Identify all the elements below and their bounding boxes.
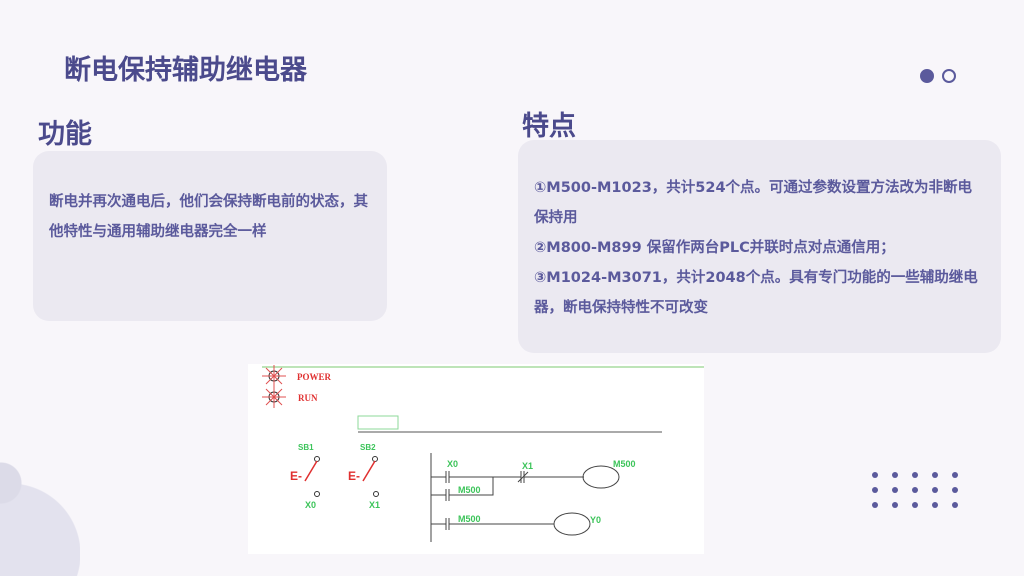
x1-terminal-label: X1: [369, 500, 380, 510]
power-lamp-icon: [262, 365, 286, 387]
decor-dot-grid: [872, 472, 958, 508]
pushbutton-sb2-icon: E-: [348, 456, 379, 497]
features-card: ①M500-M1023，共计524个点。可通过参数设置方法改为非断电保持用 ②M…: [518, 140, 1001, 353]
coil-y0-label: Y0: [590, 515, 601, 525]
svg-text:E-: E-: [290, 469, 302, 483]
function-heading: 功能: [38, 119, 92, 150]
features-heading: 特点: [522, 111, 576, 142]
function-text: 断电并再次通电后，他们会保持断电前的状态，其他特性与通用辅助继电器完全一样: [49, 194, 368, 240]
page-title: 断电保持辅助继电器: [64, 55, 307, 86]
dot-filled: [920, 69, 934, 83]
run-label: RUN: [298, 393, 318, 403]
function-card: 断电并再次通电后，他们会保持断电前的状态，其他特性与通用辅助继电器完全一样: [33, 151, 387, 321]
decor-circles: [0, 462, 80, 576]
feature-item: ①M500-M1023，共计524个点。可通过参数设置方法改为非断电保持用: [534, 180, 973, 226]
cart-icon: [357, 415, 399, 430]
svg-text:E-: E-: [348, 469, 360, 483]
plc-ladder-diagram: POWER RUN SB1 SB2 E- E- X0 X1 X0 X1 M500…: [248, 364, 704, 554]
contact-m500-label: M500: [458, 514, 481, 524]
run-lamp-icon: [262, 386, 286, 408]
contact-x1-label: X1: [522, 461, 533, 471]
contact-x0-label: X0: [447, 459, 458, 469]
sb1-label: SB1: [298, 443, 314, 452]
latch-m500-label: M500: [458, 485, 481, 495]
ladder-lines: [430, 453, 620, 542]
pushbutton-sb1-icon: E-: [290, 456, 320, 497]
power-label: POWER: [297, 372, 332, 382]
feature-item: ③M1024-M3071，共计2048个点。具有专门功能的一些辅助继电器，断电保…: [534, 270, 978, 316]
dot-empty: [942, 69, 956, 83]
sb2-label: SB2: [360, 443, 376, 452]
feature-item: ②M800-M899 保留作两台PLC并联时点对点通信用；: [534, 240, 895, 256]
x0-terminal-label: X0: [305, 500, 316, 510]
slide-indicator: [920, 69, 956, 83]
coil-m500-label: M500: [613, 459, 636, 469]
